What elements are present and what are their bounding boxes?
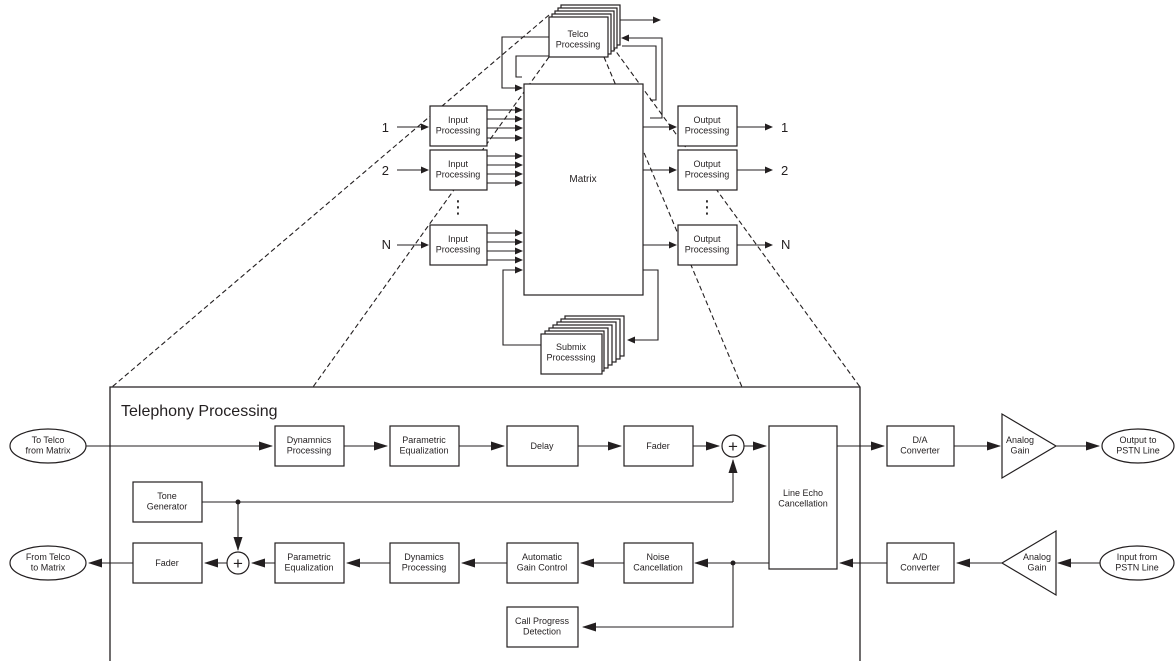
output-2-label: 2 [781,163,788,178]
output-ellipsis: ⋮ [698,197,716,217]
fader-bottom [132,542,203,584]
output-pstn-terminal [1101,428,1175,464]
telephony-processing-title: Telephony Processing [121,403,278,420]
output-1-label: 1 [781,120,788,135]
parametric-eq-top [389,425,460,467]
from-telco-terminal [9,545,87,581]
matrix-label: Matrix [569,174,596,185]
analog-gain-output [1001,412,1058,480]
delay-label: Delay [530,441,554,451]
analog-gain-input [1000,529,1057,597]
plus-bottom: + [233,554,243,573]
input-1-label: 1 [382,120,389,135]
input-n-label: N [382,237,391,252]
zoom-lines [111,14,861,388]
parametric-eq-bottom [274,542,345,584]
line-echo-cancellation [768,425,838,570]
output-n-label: N [781,237,790,252]
input-ellipsis: ⋮ [449,197,467,217]
input-2-label: 2 [382,163,389,178]
fader-bottom-label: Fader [155,558,179,568]
da-converter [886,425,955,467]
fader-top [623,425,694,467]
dynamics-processing-top [274,425,345,467]
delay-block [506,425,579,467]
fader-top-label: Fader [646,441,670,451]
noise-cancellation [623,542,694,584]
ad-converter [886,542,955,584]
input-to-matrix-arrows [487,106,523,264]
call-progress-detection [506,606,579,648]
plus-top: + [728,437,738,456]
matrix-block [523,83,644,296]
